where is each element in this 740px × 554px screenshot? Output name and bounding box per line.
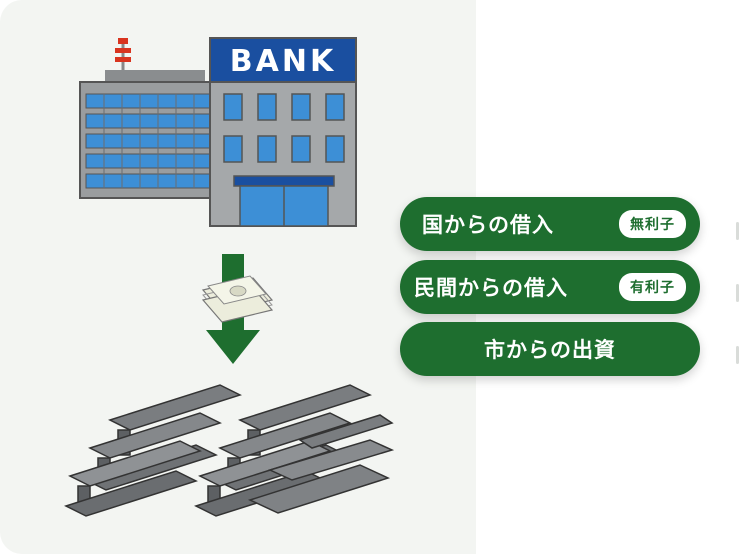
bank-sign-text: BANK [230,44,336,79]
bank-building [79,37,357,227]
funding-pill-private-loan: 民間からの借入 有利子 [400,260,700,314]
edge-marker [736,222,739,240]
interest-badge: 有利子 [619,273,686,301]
interest-badge: 無利子 [619,210,686,238]
funding-label: 市からの出資 [484,338,616,362]
funding-label: 国からの借入 [422,213,554,237]
funding-illustration: BANK [64,37,395,517]
funding-pill-national-loan: 国からの借入 無利子 [400,197,700,251]
edge-marker [736,284,739,302]
funding-label: 民間からの借入 [414,276,568,300]
money-stack-icon [201,275,274,323]
funding-pill-city-investment: 市からの出資 [400,322,700,376]
steel-beams [64,384,395,517]
edge-marker [736,346,739,364]
